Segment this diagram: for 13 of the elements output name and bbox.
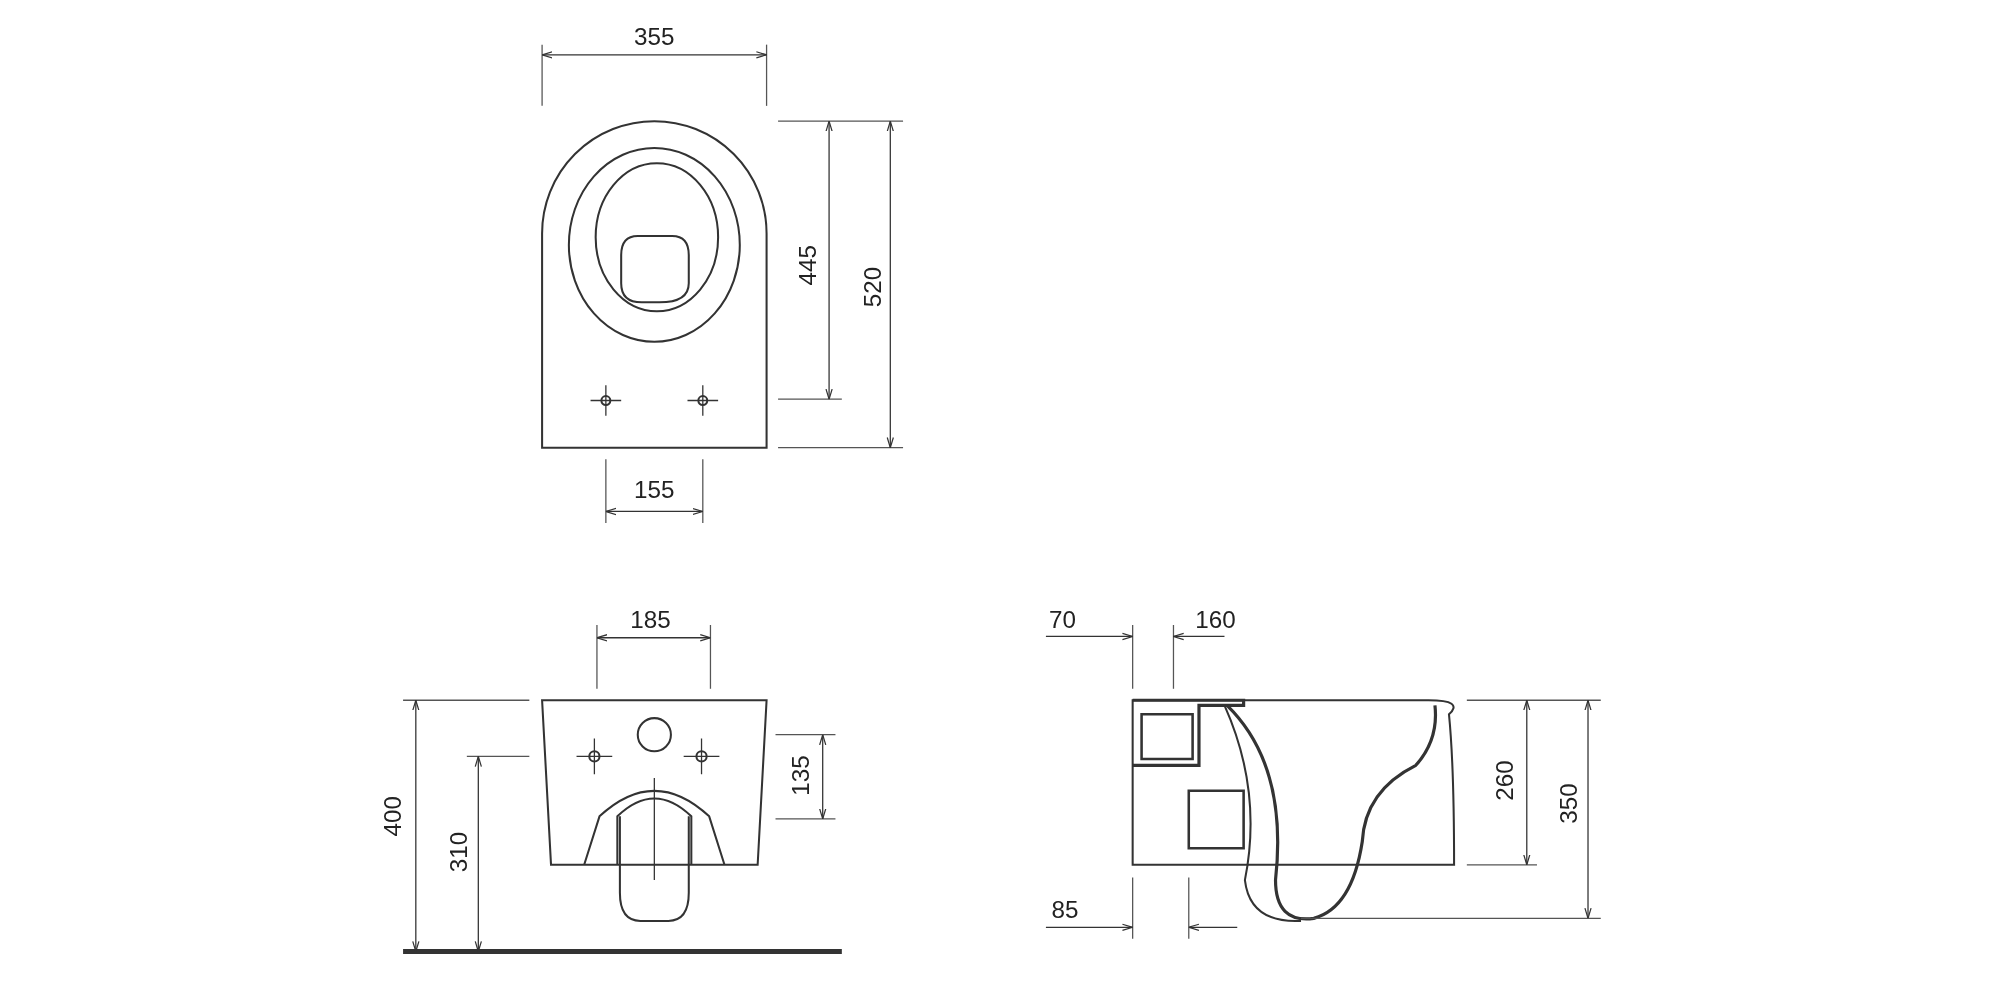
dimension-label: 260 — [1493, 760, 1518, 801]
dimension-label: 135 — [788, 755, 814, 796]
dimension-label: 155 — [634, 477, 675, 502]
dimension-label: 400 — [380, 796, 405, 837]
dimension-label: 520 — [860, 266, 885, 308]
dimension-label: 85 — [1051, 897, 1079, 922]
dimension-label: 160 — [1195, 607, 1236, 632]
dimension-label: 310 — [447, 831, 472, 873]
dimension-label: 355 — [634, 24, 675, 50]
dimension-label: 445 — [795, 245, 820, 286]
dimension-label: 185 — [630, 607, 671, 632]
dimension-label: 350 — [1556, 783, 1581, 824]
dimension-label: 70 — [1049, 607, 1076, 632]
